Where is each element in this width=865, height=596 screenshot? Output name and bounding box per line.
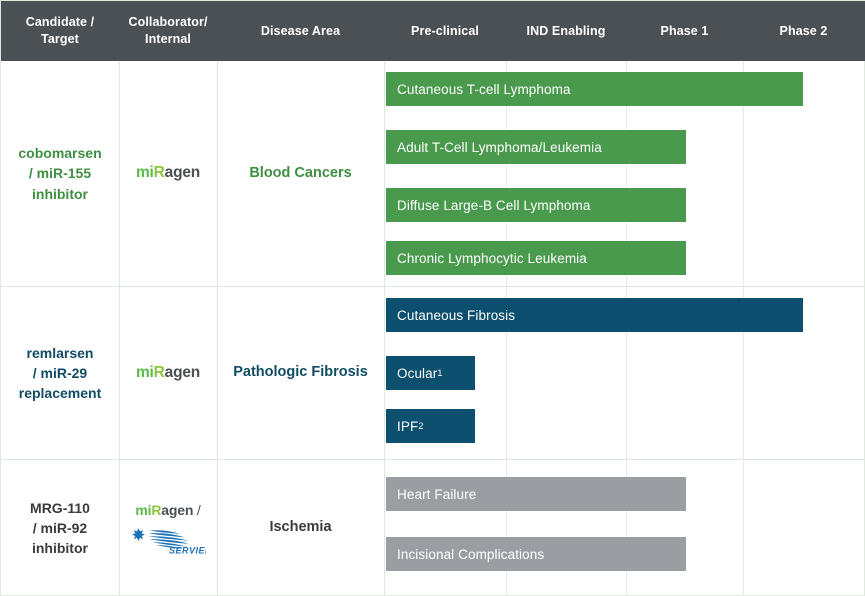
bar-heart-failure: Heart Failure: [386, 477, 686, 511]
servier-wordmark: SERVIER: [169, 546, 206, 556]
bar-diffuse-large-b-cell-lymphoma: Diffuse Large-B Cell Lymphoma: [386, 188, 686, 222]
row-2-disease-area: Pathologic Fibrosis: [233, 364, 368, 381]
miragen-logo: miRagen /: [135, 501, 201, 518]
header-collaborator-internal: Collaborator/Internal: [128, 15, 208, 46]
row-3-disease-area: Ischemia: [269, 519, 332, 536]
divider-row-2: [1, 459, 865, 460]
header-phase-1: Phase 1: [660, 23, 709, 38]
bar-incisional-complications: Incisional Complications: [386, 537, 686, 571]
bar-ocular-label: Ocular: [397, 365, 438, 381]
header-disease-area: Disease Area: [260, 23, 341, 38]
row-3-collaborator: miRagen / SERVIER: [119, 460, 217, 596]
header-phase-2: Phase 2: [779, 23, 828, 38]
header-pre-clinical: Pre-clinical: [411, 23, 479, 38]
divider-col-candidate: [119, 61, 120, 596]
miragen-logo: miRagen: [135, 363, 201, 381]
divider-row-1: [1, 286, 865, 287]
miragen-logo: miRagen: [135, 164, 201, 182]
bar-cutaneous-t-cell-lymphoma: Cutaneous T-cell Lymphoma: [386, 72, 803, 106]
row-1-collaborator: miRagen: [119, 61, 217, 286]
header-ind-enabling: IND Enabling: [526, 23, 606, 38]
bar-adult-t-cell-lymphoma-leukemia: Adult T-Cell Lymphoma/Leukemia: [386, 130, 686, 164]
bar-cutaneous-fibrosis: Cutaneous Fibrosis: [386, 298, 803, 332]
divider-col-collaborator: [217, 61, 218, 596]
bar-chronic-lymphocytic-leukemia: Chronic Lymphocytic Leukemia: [386, 241, 686, 275]
row-2-collaborator: miRagen: [119, 287, 217, 459]
bar-ipf-label: IPF: [397, 418, 419, 434]
divider-col-disease: [384, 61, 385, 596]
row-1-disease-area: Blood Cancers: [249, 164, 352, 181]
servier-logo: SERVIER: [130, 526, 206, 556]
header-candidate-target: Candidate /Target: [25, 15, 95, 46]
table-header: Candidate /Target Collaborator/Internal …: [1, 1, 865, 61]
